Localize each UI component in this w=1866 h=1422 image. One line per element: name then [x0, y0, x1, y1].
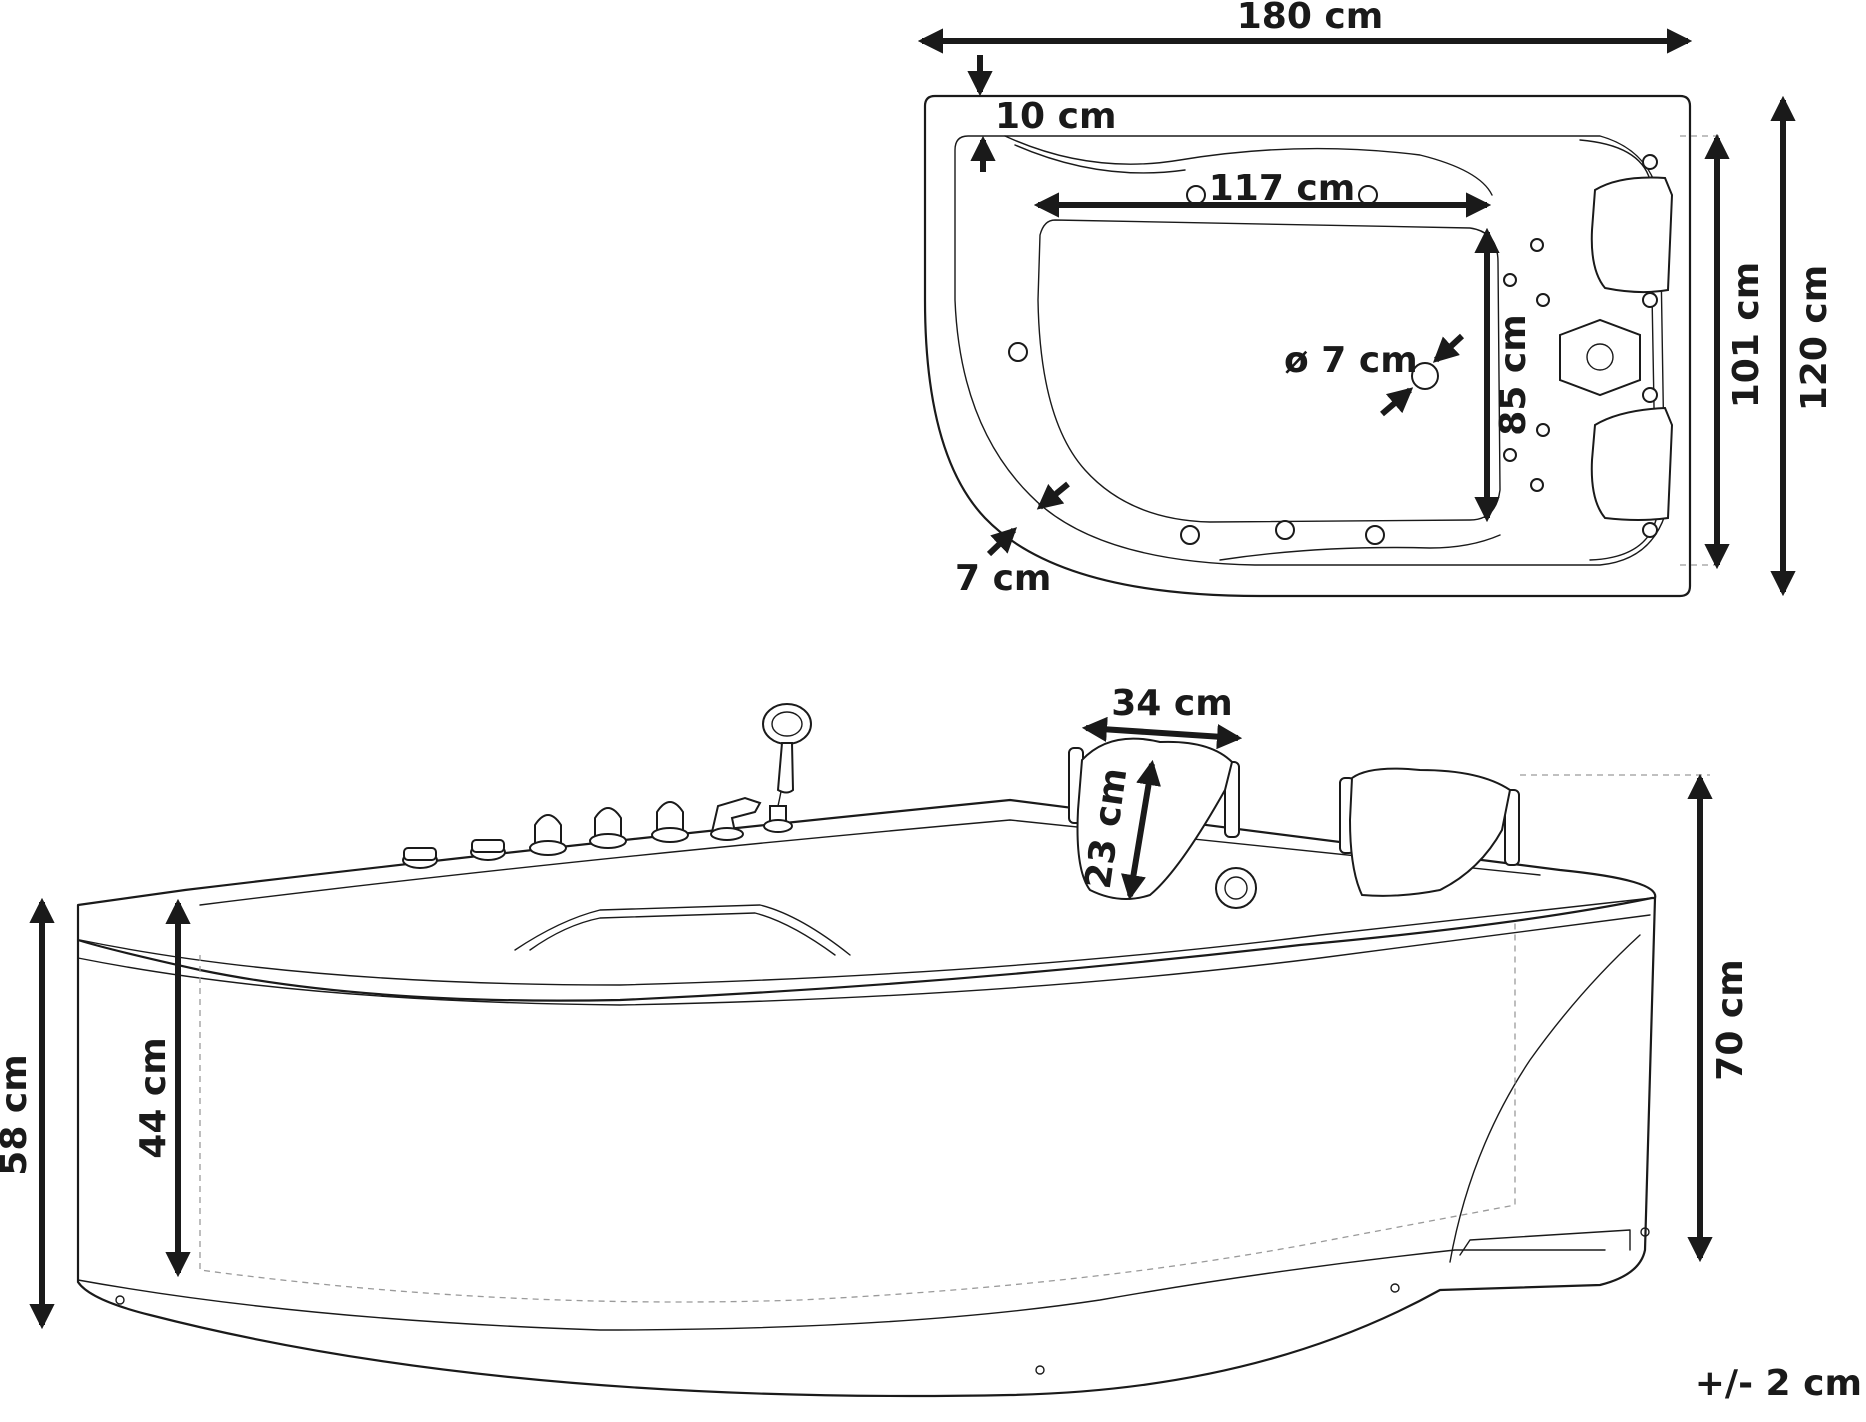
label-180cm: 180 cm [1237, 0, 1384, 37]
front-view-headrest-right [1339, 767, 1520, 897]
front-view-deck-lip [199, 819, 1541, 906]
front-view-faucets [402, 751, 793, 869]
label-101cm: 101 cm [1726, 262, 1767, 409]
top-view-headrest-lower [1590, 406, 1674, 521]
label-34cm: 34 cm [1111, 683, 1232, 724]
dim-line-34 [1081, 716, 1243, 750]
top-view-control-knob [1586, 343, 1614, 371]
top-view-drain [1411, 362, 1439, 390]
front-view-deck [76, 798, 1657, 1002]
tolerance-note: +/- 2 cm [1695, 1363, 1862, 1404]
front-view-deck-lip-front [79, 897, 1653, 986]
top-view-headrest-upper [1590, 176, 1674, 294]
label-70cm: 70 cm [1710, 959, 1751, 1080]
label-44cm: 44 cm [133, 1037, 174, 1158]
front-view-end-diagonal [1449, 934, 1641, 1263]
top-view-backrest [1004, 135, 1493, 196]
label-120cm: 120 cm [1794, 265, 1835, 412]
front-view-hand-shower-icon [762, 703, 812, 794]
front-view-backrest-inner [529, 912, 836, 956]
front-view-hidden-basin [199, 920, 1516, 1303]
label-117cm: 117 cm [1209, 168, 1356, 209]
front-view: 34 cm 23 cm 70 cm 58 cm 44 cm +/- 2 cm [0, 683, 1862, 1404]
dim-corner-arrow-upper [1036, 481, 1070, 510]
front-view-screw [1640, 1227, 1650, 1237]
front-view-screw [1035, 1365, 1045, 1375]
top-view-end-platform [1579, 139, 1657, 561]
label-10cm: 10 cm [995, 96, 1116, 137]
label-corner-7cm: 7 cm [955, 558, 1051, 599]
dim-drain-arrow-upper [1432, 333, 1465, 363]
top-view: 180 cm 10 cm 117 cm 85 cm ø 7 cm 7 cm 10… [917, 0, 1835, 599]
front-view-apron-base [77, 1249, 1606, 1331]
top-view-outer-outline [923, 94, 1692, 598]
top-view-control-unit [1559, 318, 1641, 397]
top-view-front-contour [1219, 534, 1501, 561]
label-58cm: 58 cm [0, 1054, 35, 1175]
front-view-screw [115, 1295, 125, 1305]
front-view-apron-band [77, 914, 1651, 1006]
front-view-screw [1390, 1283, 1400, 1293]
front-view-apron [76, 896, 1657, 1398]
label-85cm: 85 cm [1493, 314, 1534, 435]
front-view-jet [1215, 867, 1257, 909]
top-view-backrest-inner [1014, 144, 1186, 174]
dim-drain-arrow-lower [1380, 387, 1414, 417]
front-view-backrest [514, 904, 851, 956]
label-drain-7cm: ø 7 cm [1284, 340, 1418, 381]
front-view-end-step [1459, 1229, 1631, 1256]
dim-corner-arrow-lower [986, 527, 1018, 557]
dim-line-23 [1121, 759, 1161, 901]
